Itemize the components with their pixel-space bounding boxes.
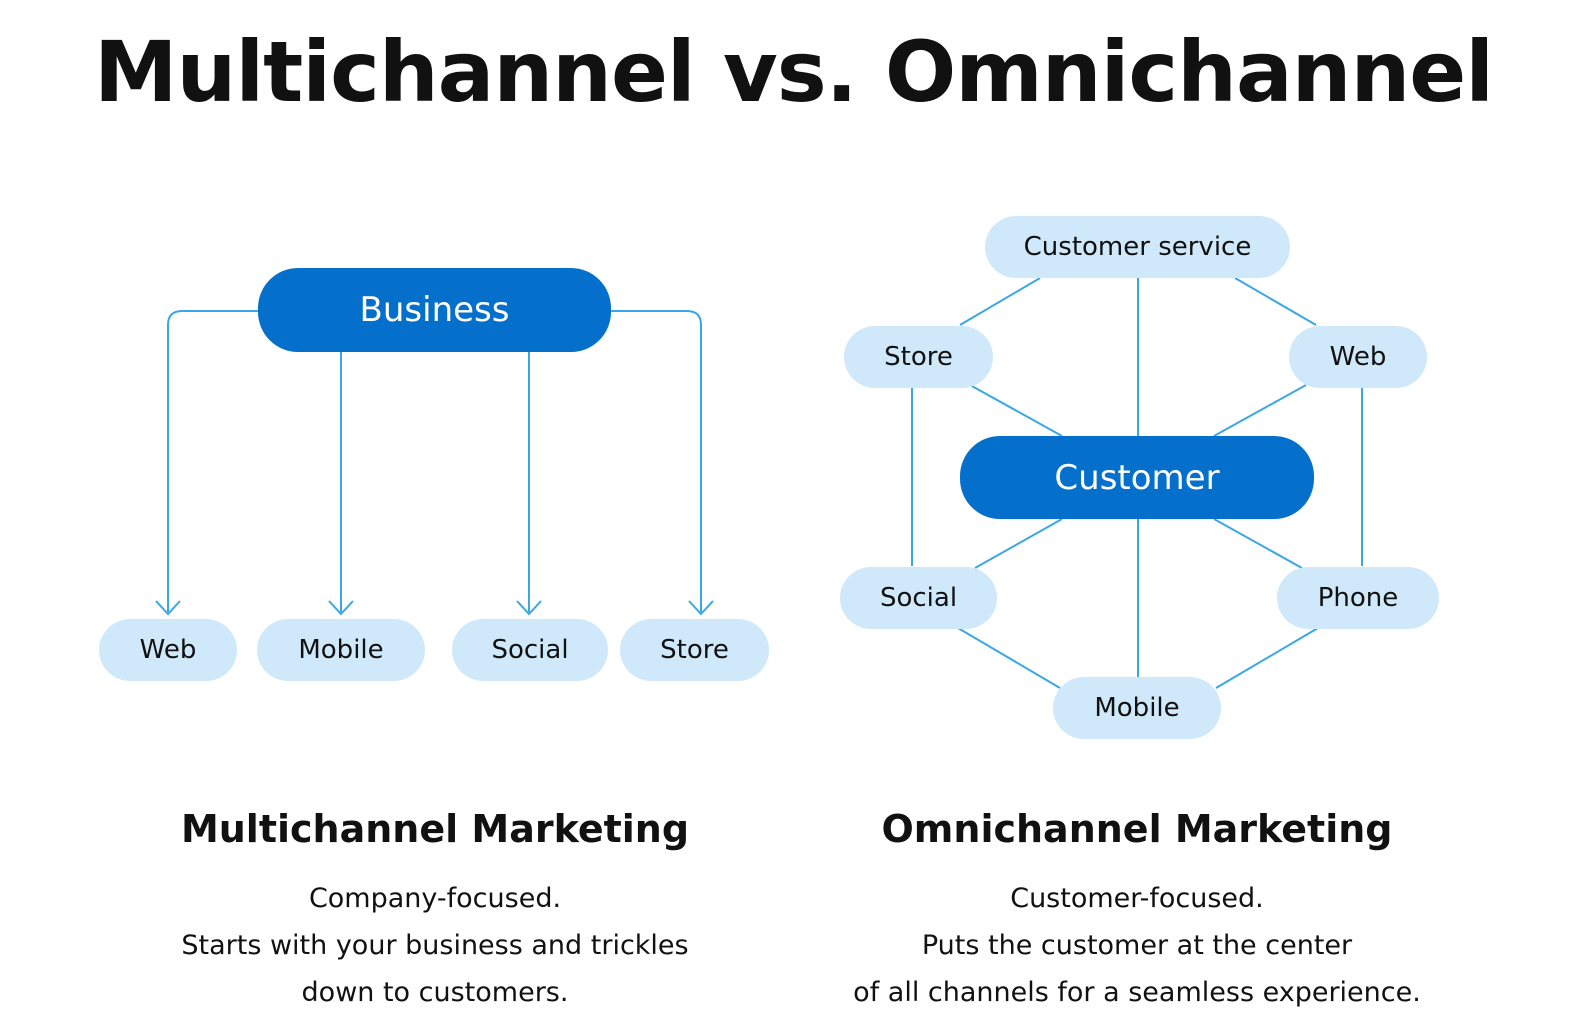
omni-node-mobile: Mobile [1053,677,1221,739]
multichannel-heading: Multichannel Marketing [180,807,690,851]
multichannel-description-line: Starts with your business and trickles [181,930,689,961]
connector-phone-customer [1213,518,1303,569]
connector-business-store [611,310,702,612]
multichannel-description-line: down to customers. [301,977,569,1008]
omnichannel-description: Customer-focused. Puts the customer at t… [787,875,1487,1016]
omnichannel-description-line: Customer-focused. [1010,883,1264,914]
arrowhead-store [688,600,714,616]
customer-node: Customer [960,436,1314,519]
omni-node-customer-service: Customer service [985,216,1290,278]
omni-node-social: Social [840,567,997,629]
omnichannel-heading: Omnichannel Marketing [881,807,1393,851]
omni-node-web: Web [1289,326,1427,388]
omnichannel-description-line: of all channels for a seamless experienc… [853,977,1421,1008]
connector-business-web [167,310,258,612]
multichannel-description: Company-focused. Starts with your busine… [85,875,785,1016]
channel-node-web: Web [99,619,237,681]
arrowhead-web [155,600,181,616]
connector-phone-mobile [1215,627,1319,689]
channel-node-social: Social [452,619,608,681]
connector-cs-store [959,277,1041,326]
connector-store-customer [969,384,1063,437]
arrowhead-social [516,600,542,616]
connector-social-customer [974,518,1063,569]
business-node: Business [258,268,611,352]
connector-cs-web [1234,277,1317,326]
page-title: Multichannel vs. Omnichannel [93,23,1494,121]
connector-web-customer [1213,384,1307,437]
multichannel-description-line: Company-focused. [308,883,562,914]
omni-node-phone: Phone [1277,567,1439,629]
arrowhead-mobile [328,600,354,616]
channel-node-mobile: Mobile [257,619,425,681]
omnichannel-description-line: Puts the customer at the center [921,930,1353,961]
connector-social-mobile [957,627,1061,689]
channel-node-store: Store [620,619,769,681]
omni-node-store: Store [844,326,993,388]
